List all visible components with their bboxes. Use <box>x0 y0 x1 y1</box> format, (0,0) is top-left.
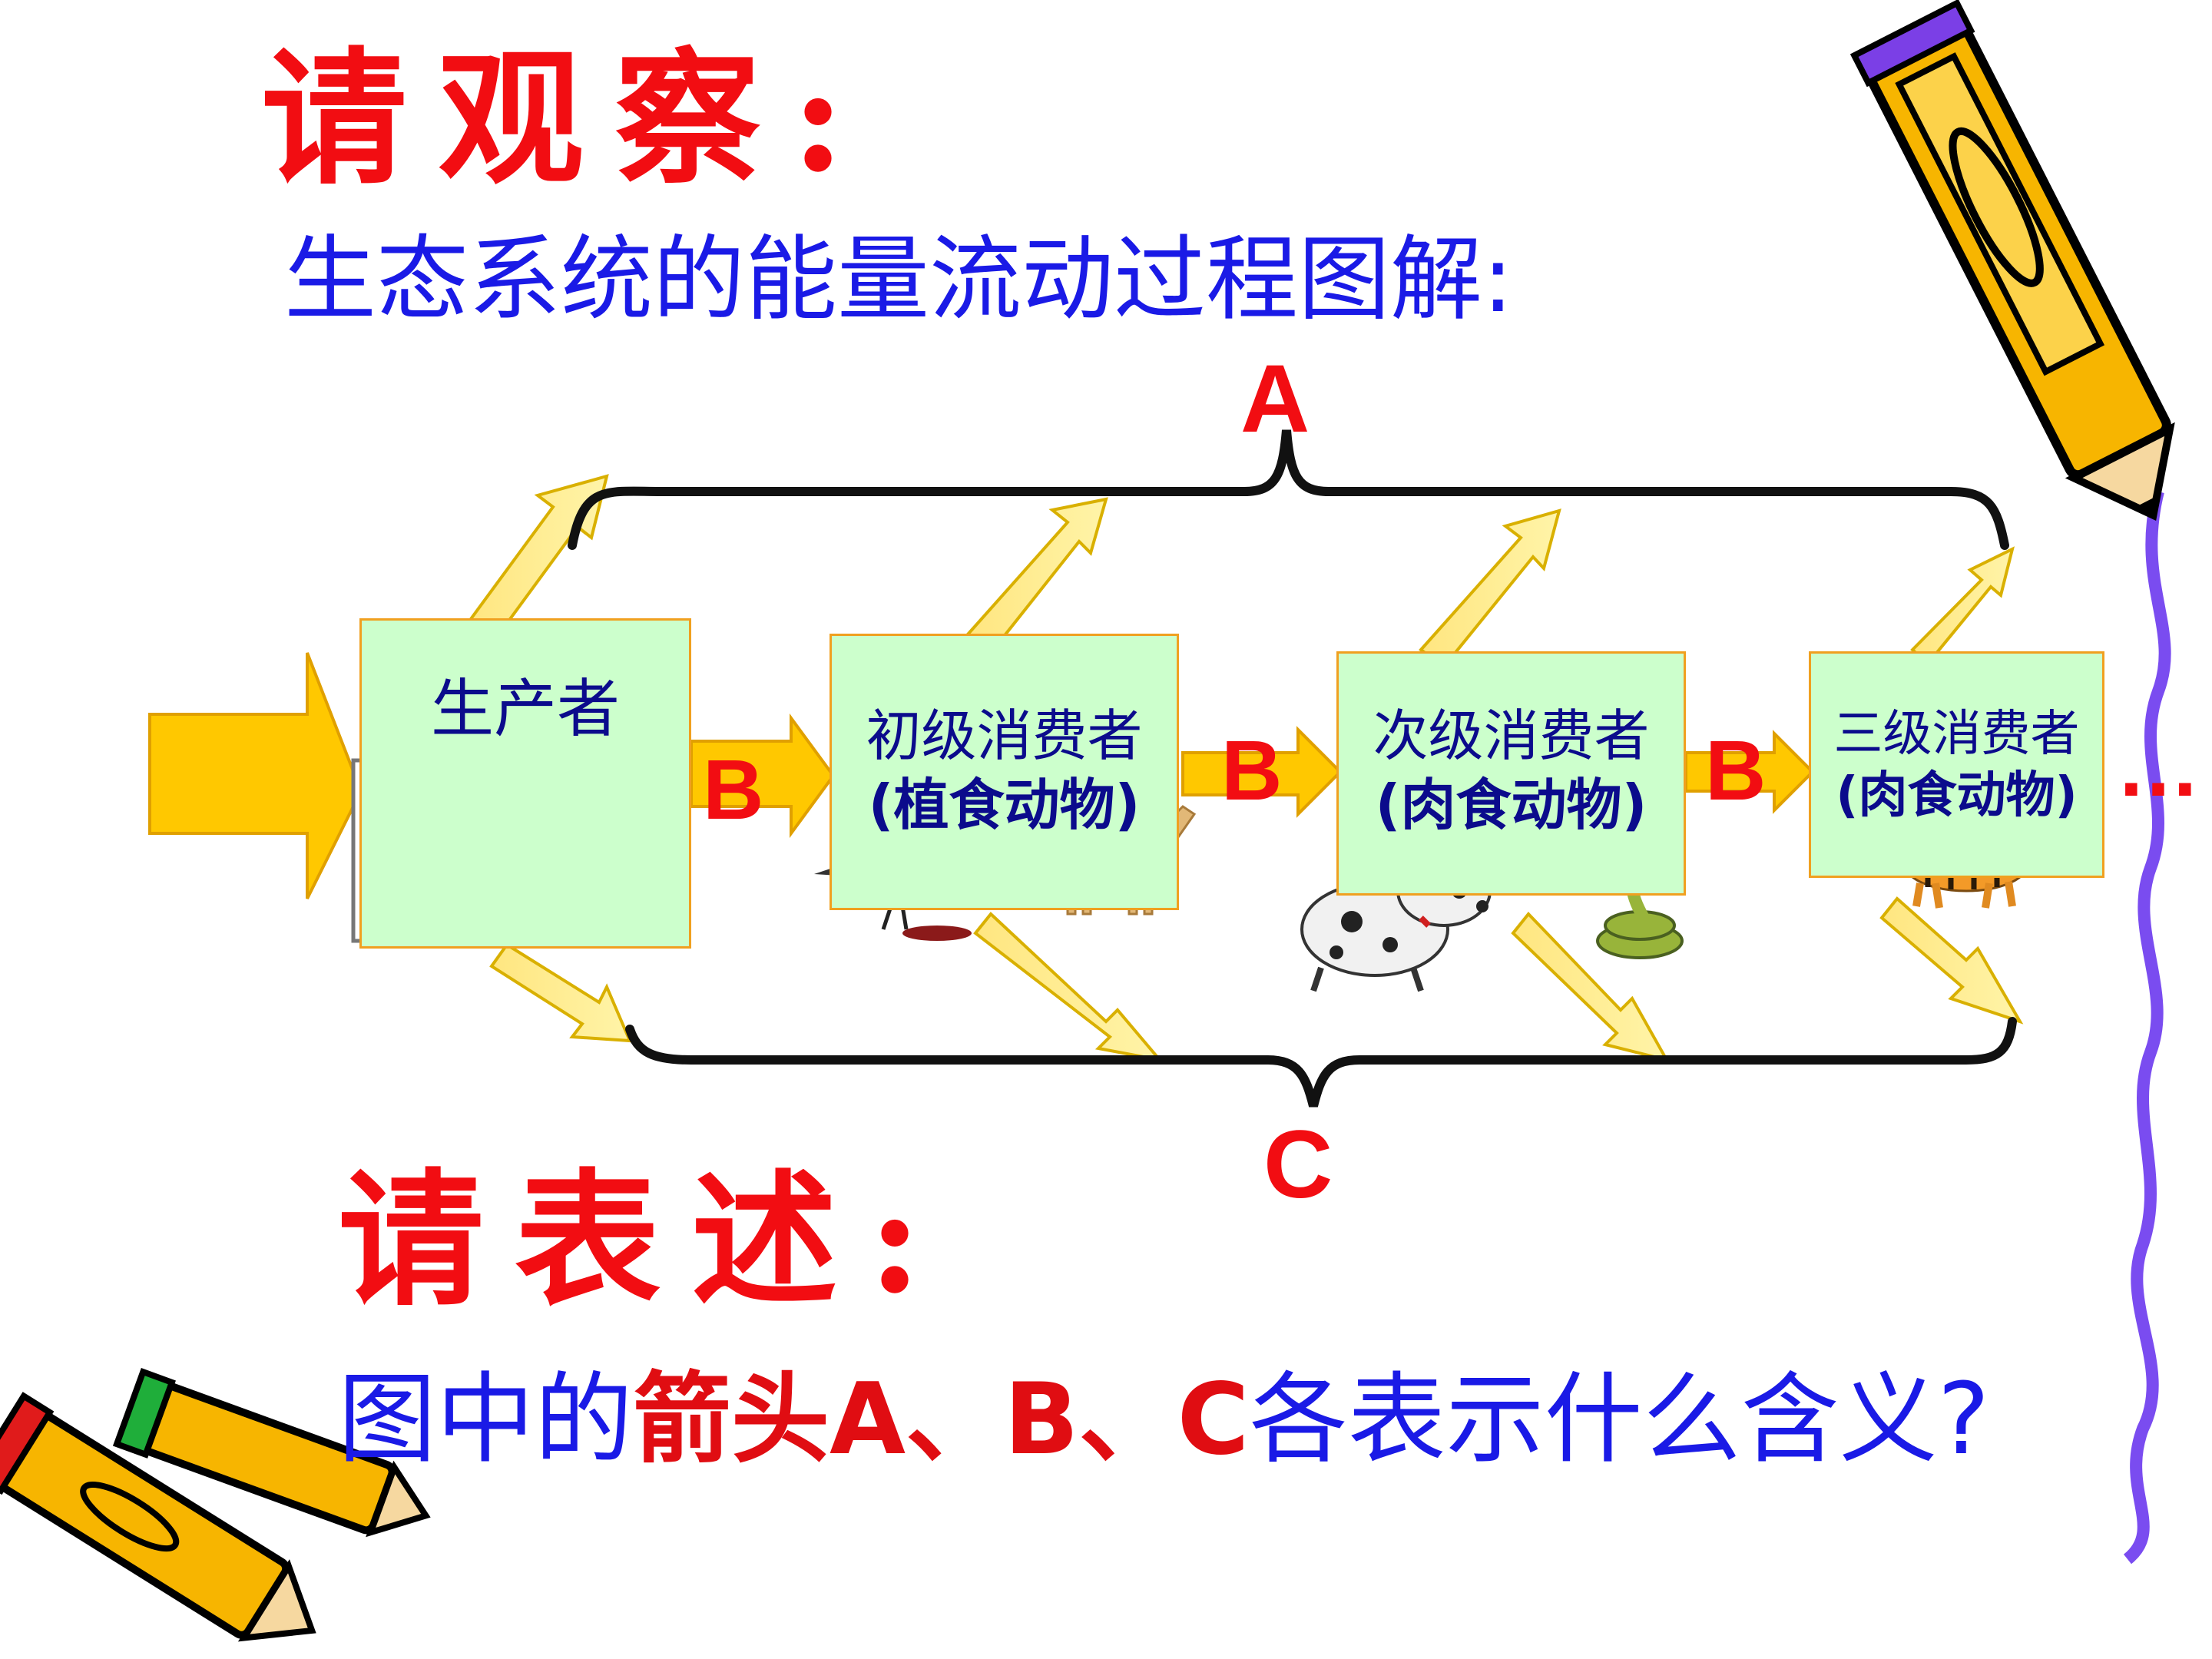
stage-label: 三级消费者 <box>1833 706 2080 763</box>
question-text: 图中的箭头A、B、C各表示什么含义? <box>338 1371 1990 1469</box>
ellipsis: … <box>2116 720 2200 814</box>
question-part-3: 各表示什么含义? <box>1249 1363 1990 1477</box>
question-part-2: 箭头A、B、C <box>633 1363 1250 1477</box>
label-b-1: B <box>703 743 764 837</box>
brace-a <box>568 429 2009 550</box>
question-part-1: 图中的 <box>338 1363 634 1477</box>
diagram-subtitle: 生态系统的能量流动过程图解: <box>284 227 1514 333</box>
flow-arrows-b <box>690 713 1815 839</box>
stage-label: 生产者 <box>430 673 620 746</box>
stage-sublabel: (肉食动物) <box>1836 767 2078 824</box>
stage-box-secondary-consumer: 次级消费者 (肉食动物) <box>1336 651 1686 896</box>
stage-sublabel: (肉食动物) <box>1375 773 1647 837</box>
stage-label: 次级消费者 <box>1373 704 1650 768</box>
wavy-border-line <box>2123 490 2171 1565</box>
observe-heading: 请观察: <box>261 33 876 204</box>
heat-arrows-down <box>489 896 2024 1063</box>
stage-label: 初级消费者 <box>866 704 1143 768</box>
stage-box-primary-consumer: 初级消费者 (植食动物) <box>830 634 1179 910</box>
brace-c <box>625 1017 2017 1108</box>
label-c: C <box>1263 1111 1333 1218</box>
pencil-icon <box>1849 0 2175 522</box>
stage-box-producer: 生产者 <box>359 618 691 949</box>
heat-arrows-up <box>466 474 2015 669</box>
describe-heading: 请表述: <box>338 1154 953 1326</box>
stage-sublabel: (植食动物) <box>868 773 1141 837</box>
label-b-2: B <box>1221 724 1283 818</box>
sunlight-input-arrow <box>148 652 363 899</box>
label-a: A <box>1240 346 1310 452</box>
pencil-icon <box>0 1392 316 1642</box>
label-b-3: B <box>1705 724 1767 818</box>
pencil-icon <box>112 1368 431 1538</box>
stage-box-tertiary-consumer: 三级消费者 (肉食动物) <box>1809 651 2104 878</box>
